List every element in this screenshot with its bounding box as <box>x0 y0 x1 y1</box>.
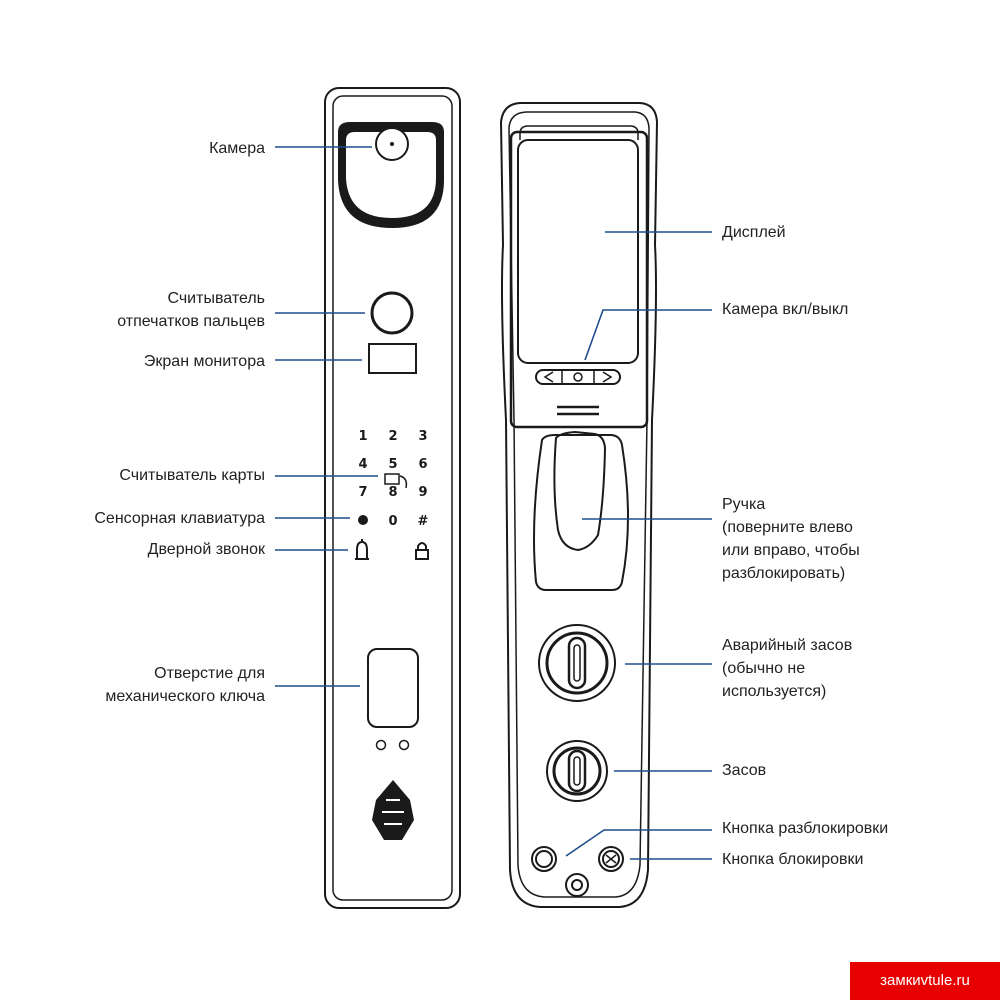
label-handle: Ручка (поверните влево или вправо, чтобы… <box>722 496 860 582</box>
label-key-hole: Отверстие для механического ключа <box>105 665 265 705</box>
bell-icon <box>355 539 369 560</box>
label-camera: Камера <box>209 140 265 157</box>
key-4: 4 <box>358 457 367 472</box>
bottom-screw <box>565 873 589 897</box>
fingerprint-icon <box>370 291 414 335</box>
monitor-icon <box>368 343 417 374</box>
camera-icon <box>338 122 444 228</box>
hole-right <box>398 739 410 751</box>
key-7: 7 <box>358 485 367 500</box>
label-camera-toggle: Камера вкл/выкл <box>722 301 849 318</box>
key-3: 3 <box>418 429 427 444</box>
key-2: 2 <box>388 429 397 444</box>
label-bolt: Засов <box>722 762 767 779</box>
key-8: 8 <box>388 485 397 500</box>
unlock-button[interactable] <box>531 846 557 872</box>
key-star-dot <box>358 515 368 525</box>
key-1: 1 <box>358 429 367 444</box>
key-0: 0 <box>388 514 397 529</box>
keyhole-icon <box>367 648 419 728</box>
watermark[interactable]: замкиvtule.ru <box>850 962 1000 1000</box>
lock-button[interactable] <box>598 846 624 872</box>
vent-slots <box>557 405 599 416</box>
knob-icon <box>546 740 608 802</box>
label-card-reader: Считыватель карты <box>119 467 265 484</box>
hole-left <box>375 739 387 751</box>
key-6: 6 <box>418 457 427 472</box>
leader-lines <box>275 146 712 860</box>
speaker-icon <box>372 780 414 840</box>
label-unlock-button: Кнопка разблокировки <box>722 820 889 837</box>
label-fingerprint: Считыватель отпечатков пальцев <box>117 290 265 330</box>
back-panel <box>499 102 659 908</box>
label-keypad: Сенсорная клавиатура <box>94 510 265 527</box>
label-emergency-bolt: Аварийный засов (обычно не используется) <box>722 637 853 700</box>
emergency-bolt-knob <box>538 624 616 702</box>
keypad: 1 2 3 4 5 6 7 8 9 * 0 # <box>358 429 429 529</box>
label-display: Дисплей <box>722 224 786 241</box>
label-doorbell: Дверной звонок <box>147 541 265 558</box>
key-9: 9 <box>418 485 427 500</box>
label-monitor: Экран монитора <box>143 353 265 370</box>
key-hash: # <box>418 514 429 529</box>
card-icon <box>384 473 408 489</box>
display-screen <box>517 139 639 364</box>
front-panel <box>324 87 461 909</box>
key-5: 5 <box>388 457 397 472</box>
label-lock-button: Кнопка блокировки <box>722 851 864 868</box>
lock-icon <box>415 542 429 560</box>
camera-toggle-buttons <box>535 369 621 385</box>
handle-icon <box>533 430 629 591</box>
